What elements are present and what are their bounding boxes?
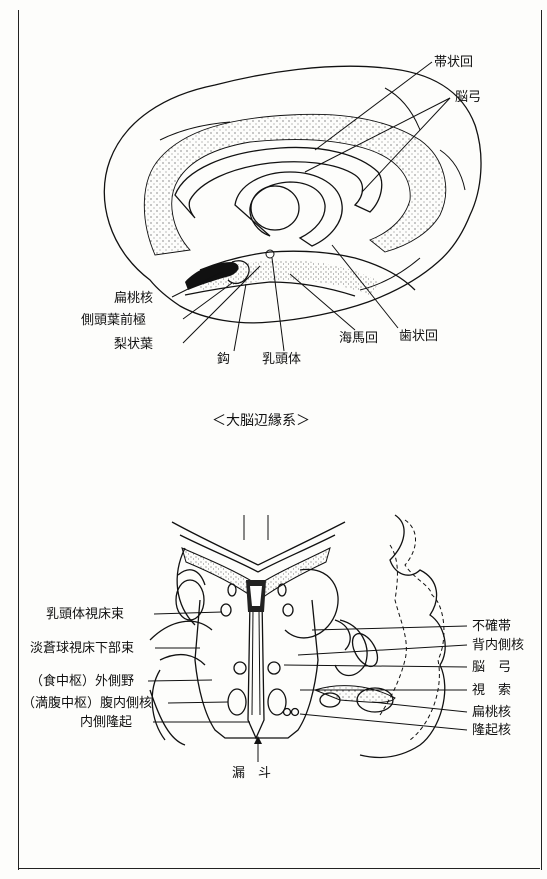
caption-limbic-system: ＜大脳辺縁系＞ — [212, 413, 310, 429]
label-uncus: 鈎 — [217, 352, 230, 367]
label-temporal-pole: 側頭葉前極 — [81, 312, 146, 328]
label-fornix-bottom: 脳 弓 — [472, 660, 511, 675]
label-hippocampal-gyrus: 海馬回 — [339, 331, 378, 346]
label-lateral-area: （食中枢）外側野 — [30, 673, 134, 689]
label-median-eminence: 内側隆起 — [80, 714, 132, 730]
label-optic-tract: 視 索 — [472, 683, 511, 698]
limbic-brain-drawing — [104, 66, 481, 323]
label-mammillary-body: 乳頭体 — [262, 352, 301, 367]
label-ansa-lenticularis: 淡蒼球視床下部束 — [30, 641, 134, 656]
label-zona-incerta: 不確帯 — [472, 618, 511, 634]
label-ventromedial-nucleus: （満腹中枢）腹内側核 — [22, 695, 152, 711]
limbic-lobe-stipple — [144, 114, 445, 255]
corpus-callosum — [175, 147, 382, 218]
label-cingulate-gyrus: 帯状回 — [434, 55, 473, 70]
label-dorsomedial-nucleus: 背内側核 — [472, 637, 524, 653]
label-dentate-gyrus: 歯状回 — [399, 329, 438, 344]
label-fornix-top: 脳弓 — [455, 90, 481, 105]
hypothalamus-drawing — [150, 515, 445, 762]
label-tuberal-nucleus: 隆起核 — [472, 723, 511, 738]
label-amygdala-top: 扁桃核 — [114, 291, 153, 306]
label-infundibulum: 漏 斗 — [232, 765, 271, 781]
label-amygdala-bottom: 扁桃核 — [472, 705, 511, 720]
label-mammillothalamic-tract: 乳頭体視床束 — [46, 607, 124, 622]
thalamus — [251, 186, 299, 230]
label-piriform-lobe: 梨状葉 — [114, 337, 153, 352]
